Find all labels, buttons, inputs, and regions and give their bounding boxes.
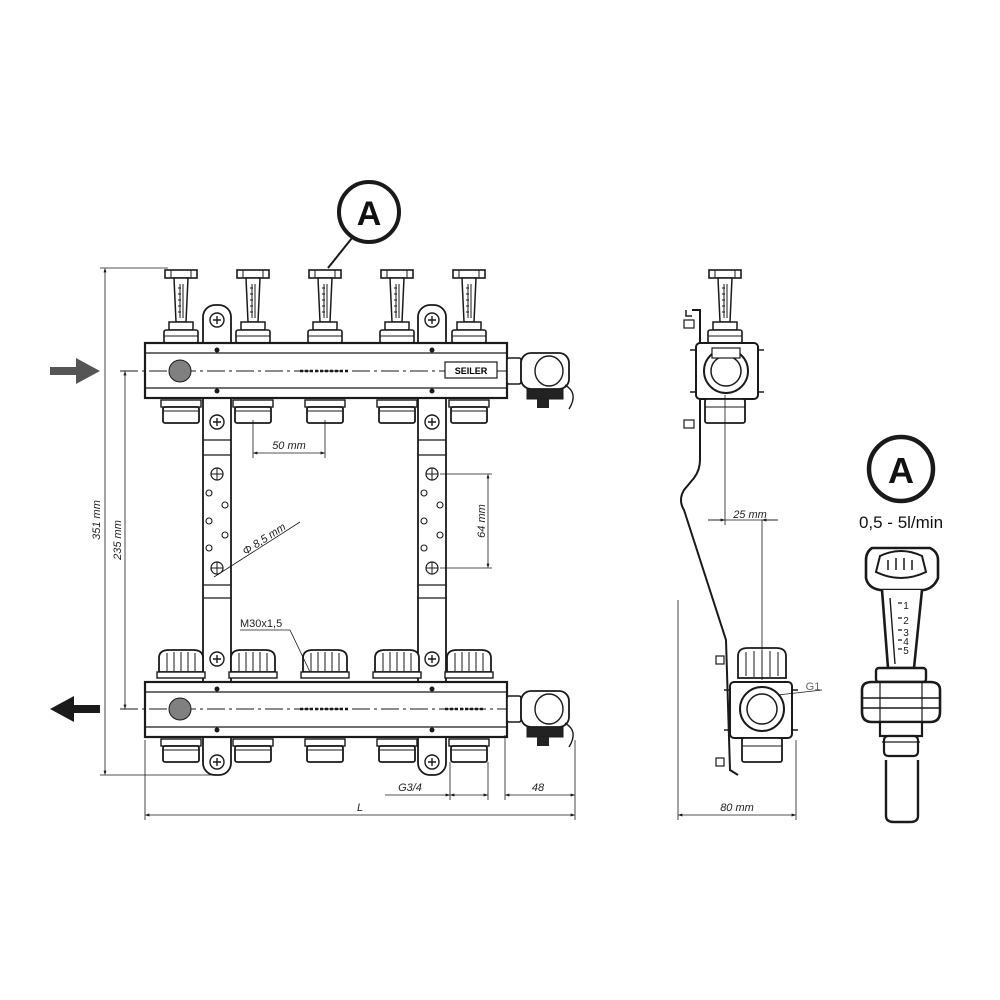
- detail-flow-meter-icon: 1 2 3 4 5: [860, 546, 942, 824]
- detail-a-label: A: [888, 450, 914, 491]
- brand-label: SEILER: [455, 366, 488, 376]
- side-view: [677, 269, 823, 820]
- dim-side-depth: 80 mm: [720, 802, 754, 814]
- dim-height-total: 351 mm: [91, 500, 103, 540]
- callout-a-label: A: [357, 195, 382, 233]
- dim-hole-diameter: Φ 8,5 mm: [241, 521, 289, 558]
- dim-outlet-spacing: 50 mm: [272, 440, 306, 452]
- dim-length: L: [357, 802, 363, 814]
- detail-scale-4: 4: [903, 637, 909, 648]
- front-dimensions: [100, 267, 576, 820]
- detail-scale-3: 3: [903, 628, 909, 639]
- return-bar: [120, 680, 575, 748]
- detail-a: A 0,5 - 5l/min: [859, 434, 943, 532]
- detail-scale-5: 5: [903, 646, 909, 657]
- dim-end-fitting: 48: [532, 782, 545, 794]
- supply-bar: SEILER: [120, 341, 575, 410]
- detail-scale-2: 2: [903, 616, 909, 627]
- dim-hole-spacing: 64 mm: [476, 504, 488, 538]
- supply-arrow-icon: [50, 358, 100, 384]
- dim-side-offset: 25 mm: [732, 509, 767, 521]
- detail-flow-range: 0,5 - 5l/min: [859, 513, 943, 532]
- dim-side-thread: G1: [806, 681, 821, 693]
- dim-thread: M30x1,5: [240, 618, 282, 630]
- dim-outlet-thread: G3/4: [398, 782, 422, 794]
- dim-height-axis: 235 mm: [112, 520, 124, 561]
- mounting-brackets: [202, 304, 447, 776]
- return-arrow-icon: [50, 696, 100, 722]
- detail-scale-1: 1: [903, 601, 909, 612]
- callout-a: A: [327, 180, 401, 269]
